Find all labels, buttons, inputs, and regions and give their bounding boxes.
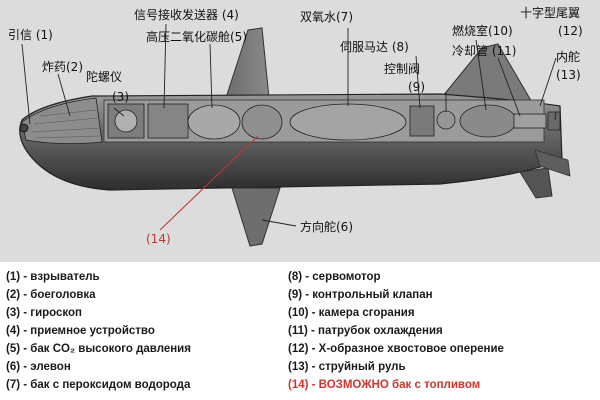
legend-item-5: (5) - бак CO₂ высокого давления [6,343,191,355]
missile-diagram: 引信 (1) 炸药(2) 陀螺仪 (3) 信号接收发送器 (4) 高压二氧化碳舱… [0,0,600,262]
callout-explosive: 炸药(2) [42,60,83,74]
fuze [19,123,29,133]
callout-fuel-tank: (14) [146,232,171,246]
gyroscope-rotor [114,109,138,133]
cooling-pipe [513,113,547,129]
receiver [147,103,189,139]
legend-item-10: (10) - камера сгорания [288,307,415,319]
legend-item-2: (2) - боеголовка [6,289,96,301]
legend-item-7: (7) - бак с пероксидом водорода [6,379,191,391]
peroxide-tank [289,103,407,141]
callout-fuze: 引信 (1) [8,28,53,42]
legend-item-12: (12) - Х-образное хвостовое оперение [288,343,504,355]
legend-item-1: (1) - взрыватель [6,271,100,283]
legend-item-8: (8) - сервомотор [288,271,381,283]
servo-motor [409,105,435,137]
callout-co2-tank: 高压二氧化碳舱(5) [146,30,247,44]
callout-tail-fin-number: (12) [558,24,583,38]
side-tail-fin [534,149,571,177]
leader-lines [21,23,557,227]
legend-item-6: (6) - элевон [6,361,71,373]
legend-item-13: (13) - струйный руль [288,361,406,373]
callout-jet-vane: 内舵 [556,50,581,64]
callout-receiver: 信号接收发送器 (4) [134,8,239,22]
legend: (1) - взрыватель (2) - боеголовка (3) - … [0,262,600,400]
legend-item-11: (11) - патрубок охлаждения [288,325,443,337]
callout-peroxide: 双氧水(7) [300,10,353,24]
callout-gyroscope-number: (3) [112,90,129,104]
missile-drawing [19,23,571,247]
fuel-tank [241,104,283,140]
co2-tank [187,104,241,140]
callout-control-valve: 控制阀 [384,62,421,76]
leader-line-14 [159,135,259,231]
callout-cooling-pipe: 冷却管 (11) [452,44,517,58]
warhead [21,97,103,144]
jet-vane [547,111,561,131]
callout-servo: 伺服马达 (8) [340,40,409,54]
callout-jet-vane-number: (13) [556,68,581,82]
callout-control-valve-number: (9) [408,80,425,94]
warhead-texture [31,109,101,139]
callout-combustion-chamber: 燃烧室(10) [452,24,513,38]
combustion-chamber [459,104,517,138]
callout-tail-fin: 十字型尾翼 [520,6,581,20]
legend-item-9: (9) - контрольный клапан [288,289,433,301]
control-valve [436,110,456,130]
legend-item-14: (14) - ВОЗМОЖНО бак с топливом [288,379,481,391]
lower-tail-fin [519,167,553,199]
callout-rudder: 方向舵(6) [300,220,353,234]
legend-item-3: (3) - гироскоп [6,307,83,319]
lower-elevon-fin [231,187,281,247]
legend-item-4: (4) - приемное устройство [6,325,155,337]
callout-gyroscope: 陀螺仪 [86,70,123,84]
